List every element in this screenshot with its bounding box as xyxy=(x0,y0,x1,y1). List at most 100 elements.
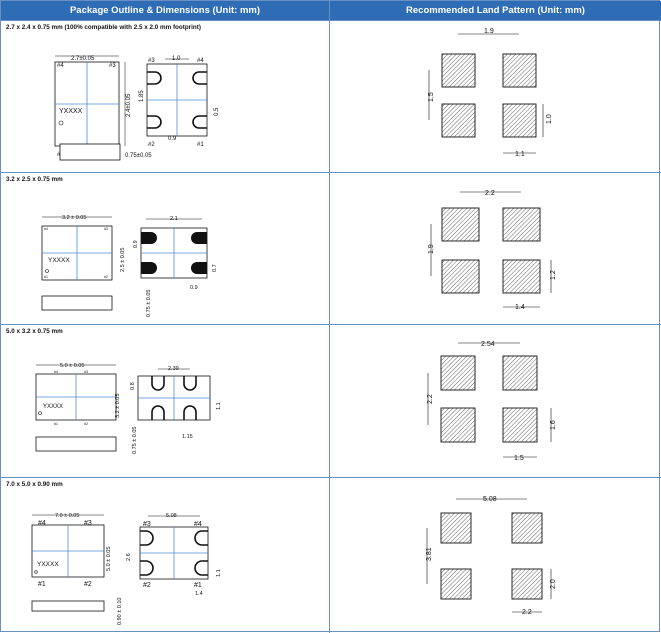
pin-label: #4 xyxy=(44,227,48,231)
dim-length: 5.0 ± 0.05 xyxy=(60,363,84,369)
pin-label: #2 xyxy=(84,422,88,426)
dim-pad-w: 1.1 xyxy=(515,151,525,158)
land-pattern-row-2: 2.2 1.9 1.2 1.4 xyxy=(428,190,557,311)
size-label-row-1: 2.7 x 2.4 x 0.75 mm (100% compatible wit… xyxy=(6,24,201,31)
pin-label: #2 xyxy=(104,275,108,279)
dim-width: 2.4±0.05 xyxy=(126,93,132,117)
pin-label: #2 xyxy=(84,581,92,588)
dim-pad-height: 2.6 xyxy=(126,553,132,561)
land-pad xyxy=(440,355,476,391)
row-divider-2 xyxy=(1,324,661,325)
dim-pad-pitch: 5.08 xyxy=(166,513,177,519)
land-pad xyxy=(441,53,476,88)
dim-h-pitch: 2.54 xyxy=(481,341,495,348)
pin-label: #2 xyxy=(148,142,155,148)
dim-height: 0.75±0.05 xyxy=(125,153,152,159)
dim-width: 2.5 ± 0.05 xyxy=(120,248,126,272)
marking-text: YXXXX xyxy=(43,404,63,410)
land-pad xyxy=(502,355,538,391)
land-pad xyxy=(511,512,543,544)
header-divider xyxy=(1,20,661,21)
outline-drawing-row-1: 2.7±0.05 2.4±0.05 #4 #3 #1 #2 YXXXX #3 #… xyxy=(54,55,220,161)
dim-pad-pitch: 1.0 xyxy=(172,56,181,62)
pin-label: #1 xyxy=(44,275,48,279)
pin-label: #4 xyxy=(38,520,46,527)
dim-pad-width: 1.1 xyxy=(216,569,222,577)
dim-v-pitch: 1.9 xyxy=(428,244,435,254)
row-divider-1 xyxy=(1,172,661,173)
dim-height: 0.75 ± 0.05 xyxy=(146,290,152,317)
pin-label: #1 xyxy=(194,582,202,589)
pin-label: #4 xyxy=(194,521,202,528)
package-side-view xyxy=(31,600,105,612)
marking-text: YXXXX xyxy=(37,561,59,568)
pin1-dot xyxy=(34,570,38,574)
land-pattern-row-3: 2.54 2.2 1.6 1.5 xyxy=(427,341,557,462)
dim-h-pitch: 2.2 xyxy=(485,190,495,197)
dim-pad-h: 1.0 xyxy=(546,114,553,124)
size-label-row-4: 7.0 x 5.0 x 0.90 mm xyxy=(6,481,63,488)
header-land-pattern: Recommended Land Pattern (Unit: mm) xyxy=(330,1,661,20)
dim-pad-w: 2.2 xyxy=(522,609,532,616)
outline-drawing-row-3: 5.0 ± 0.05 3.2 ± 0.05 #4 #3 #1 #2 YXXXX … xyxy=(35,363,222,454)
pin-label: #3 xyxy=(84,370,88,374)
package-side-view xyxy=(41,295,113,311)
package-side-view xyxy=(35,436,117,452)
dim-length: 3.2 ± 0.05 xyxy=(62,215,86,221)
land-pad xyxy=(502,259,541,294)
column-divider xyxy=(329,1,330,633)
pin1-dot xyxy=(45,269,49,273)
dim-pad-gap: 1.4 xyxy=(195,591,203,597)
dim-height: 0.75 ± 0.05 xyxy=(132,427,138,454)
dim-pad-height: 1.85 xyxy=(139,90,145,102)
land-pad xyxy=(440,512,472,544)
marking-text: YXXXX xyxy=(59,108,83,115)
pin-label: #1 xyxy=(38,581,46,588)
dim-width: 3.2 ± 0.05 xyxy=(115,394,121,418)
dim-h-pitch: 1.9 xyxy=(484,28,494,35)
outline-drawing-row-4: 7.0 ± 0.05 5.0 ± 0.05 #4 #3 #1 #2 YXXXX … xyxy=(31,513,222,625)
dim-pad-h: 1.2 xyxy=(550,270,557,280)
land-pad xyxy=(502,53,537,88)
land-pad xyxy=(502,207,541,242)
dim-pad-width: 0.5 xyxy=(214,107,220,116)
dim-pad-w: 1.5 xyxy=(514,455,524,462)
pin-label: #3 xyxy=(104,227,108,231)
dim-pad-height: 0.9 xyxy=(133,240,139,248)
land-pattern-row-4: 5.08 3.81 2.0 2.2 xyxy=(426,496,557,616)
pin1-dot xyxy=(38,411,42,415)
dim-pad-width: 0.7 xyxy=(212,264,218,272)
dim-height: 0.90 ± 0.10 xyxy=(117,598,123,625)
dim-pad-height: 0.8 xyxy=(130,382,136,390)
pin-label: #4 xyxy=(57,63,64,69)
dim-pad-pitch: 2.39 xyxy=(168,366,179,372)
land-pad xyxy=(440,568,472,600)
dim-pad-h: 1.6 xyxy=(550,420,557,430)
dim-v-pitch: 3.81 xyxy=(426,547,433,561)
land-pattern-row-1: 1.9 1.5 1.0 1.1 xyxy=(428,28,553,158)
pin-label: #4 xyxy=(54,370,58,374)
dim-width: 5.0 ± 0.05 xyxy=(106,547,112,571)
dim-v-pitch: 1.5 xyxy=(428,92,435,102)
land-pad xyxy=(511,568,543,600)
dim-pad-pitch: 2.1 xyxy=(170,216,178,222)
land-pad xyxy=(441,103,476,138)
pin-label: #2 xyxy=(143,582,151,589)
land-pad xyxy=(441,259,480,294)
dim-v-pitch: 2.2 xyxy=(427,394,434,404)
pin-label: #1 xyxy=(197,142,204,148)
dim-h-pitch: 5.08 xyxy=(483,496,497,503)
land-pad xyxy=(502,407,538,443)
pin-label: #3 xyxy=(148,58,155,64)
pin-label: #3 xyxy=(109,63,116,69)
size-label-row-2: 3.2 x 2.5 x 0.75 mm xyxy=(6,176,63,183)
dim-pad-w: 1.4 xyxy=(515,304,525,311)
dim-length: 7.0 ± 0.05 xyxy=(55,513,79,519)
dim-length: 2.7±0.05 xyxy=(71,56,95,62)
land-pad xyxy=(441,207,480,242)
land-pad xyxy=(440,407,476,443)
dim-pad-gap: 0.9 xyxy=(168,136,177,142)
pin-label: #4 xyxy=(197,58,204,64)
pin1-dot xyxy=(58,120,64,126)
